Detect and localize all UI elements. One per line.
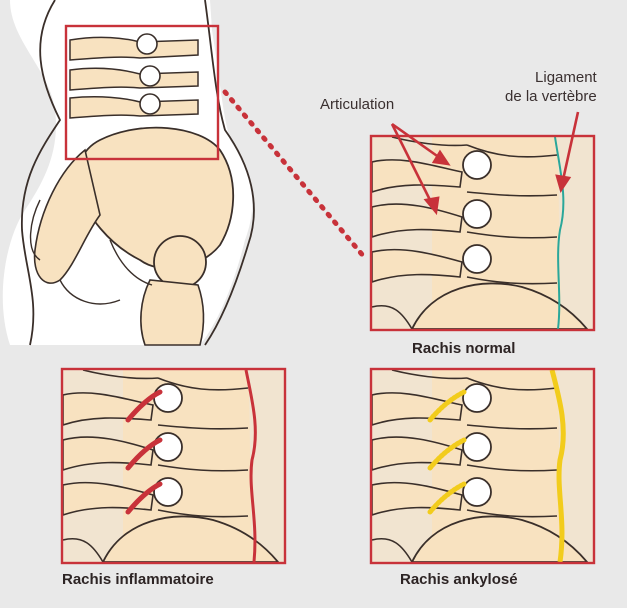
panel-normal bbox=[372, 137, 593, 329]
panel-ankylose bbox=[372, 370, 593, 562]
caption-rachis-normal: Rachis normal bbox=[412, 340, 515, 357]
label-ligament: Ligament de la vertèbre bbox=[505, 68, 597, 106]
caption-rachis-ankylose: Rachis ankylosé bbox=[400, 571, 518, 588]
label-ligament-line2: de la vertèbre bbox=[505, 87, 597, 106]
label-articulation: Articulation bbox=[320, 96, 394, 113]
caption-rachis-inflammatoire: Rachis inflammatoire bbox=[62, 571, 214, 588]
label-ligament-line1: Ligament bbox=[505, 68, 597, 87]
panel-inflammatoire bbox=[63, 370, 284, 562]
